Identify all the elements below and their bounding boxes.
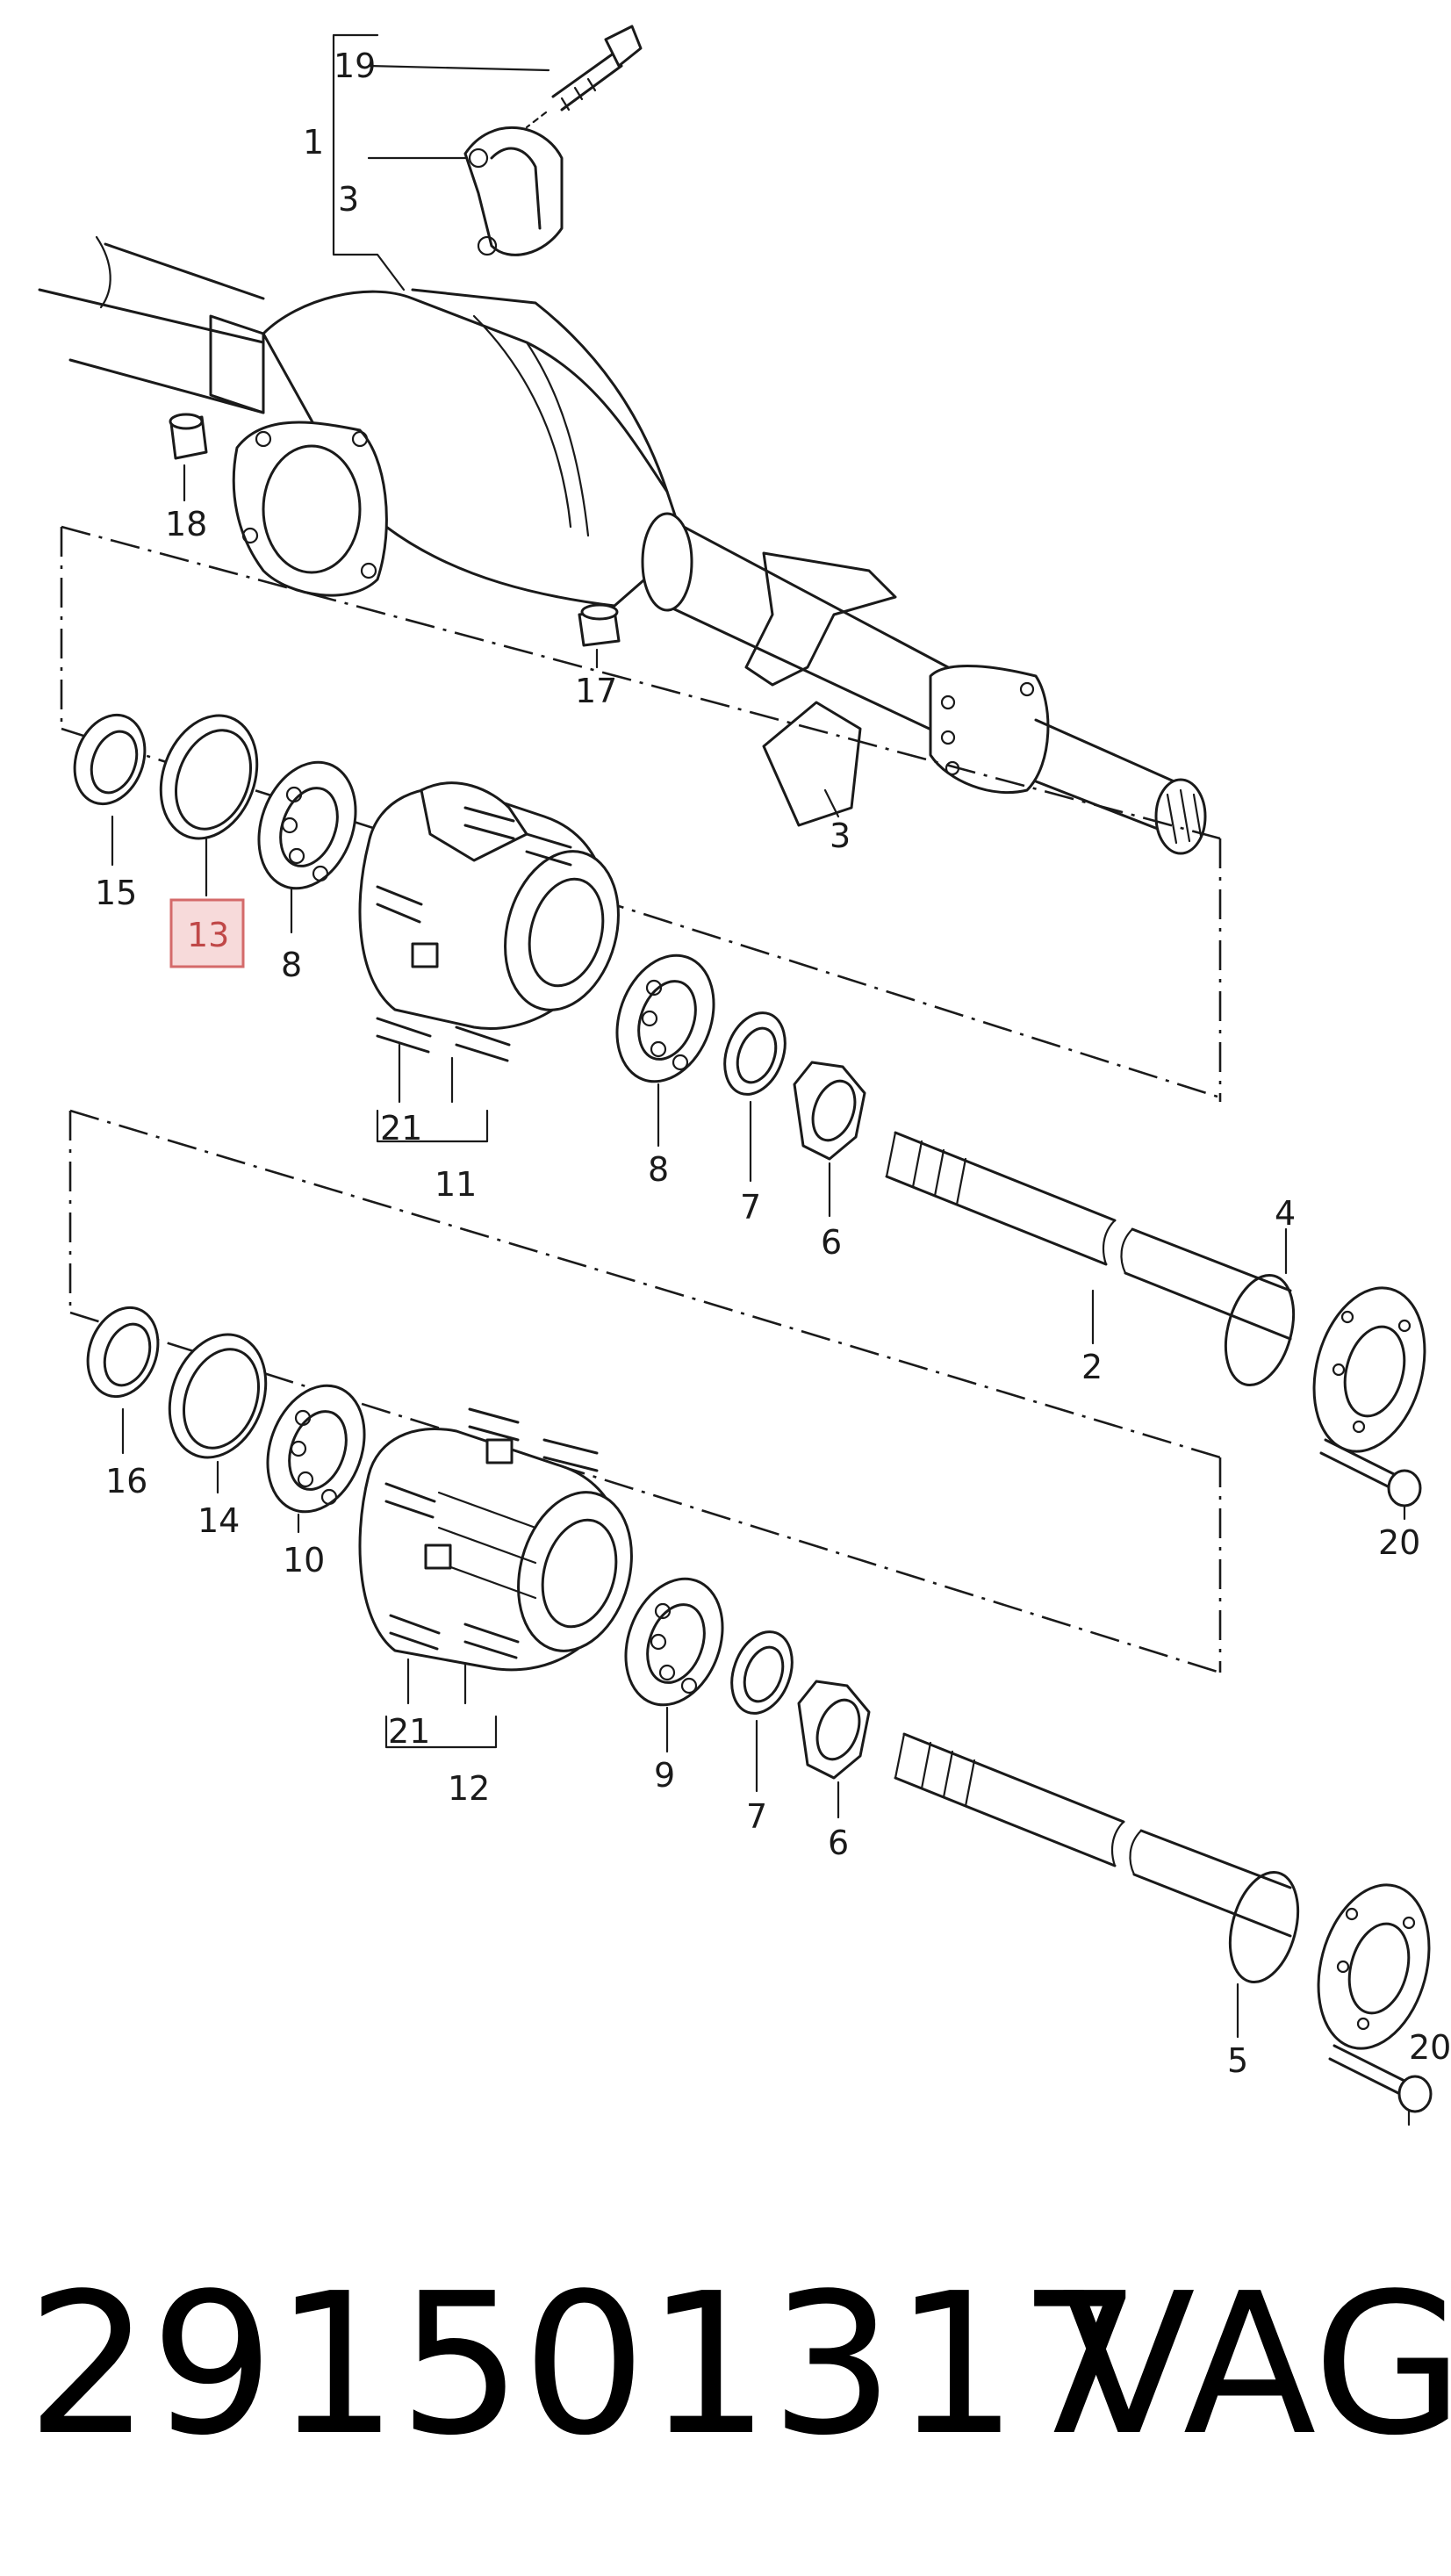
callout-8-right[interactable]: 8 bbox=[648, 1150, 669, 1189]
leader-lines bbox=[111, 33, 1411, 2126]
callout-13[interactable]: 13 bbox=[187, 916, 229, 954]
callout-6-lower[interactable]: 6 bbox=[828, 1824, 849, 1862]
callout-1[interactable]: 1 bbox=[303, 123, 324, 162]
bolt-part-19 bbox=[525, 25, 643, 129]
callout-4[interactable]: 4 bbox=[1275, 1194, 1296, 1233]
highlight-box bbox=[169, 898, 245, 968]
callout-16[interactable]: 16 bbox=[105, 1462, 147, 1500]
brand-name: VAG bbox=[1062, 2252, 1451, 2479]
bush-part-18 bbox=[169, 413, 208, 460]
lower-hub-group bbox=[68, 1109, 1433, 2113]
callout-8-left[interactable]: 8 bbox=[281, 946, 302, 984]
footer: 291501317 VAG bbox=[26, 2252, 1451, 2479]
callout-17[interactable]: 17 bbox=[575, 672, 617, 710]
callout-6-upper[interactable]: 6 bbox=[821, 1223, 842, 1262]
callout-12[interactable]: 12 bbox=[448, 1769, 490, 1808]
callout-10[interactable]: 10 bbox=[283, 1541, 325, 1579]
callout-2[interactable]: 2 bbox=[1081, 1348, 1103, 1386]
callout-18[interactable]: 18 bbox=[165, 505, 207, 543]
bush-part-17 bbox=[578, 603, 621, 647]
part-number: 291501317 bbox=[26, 2252, 1142, 2479]
clamp-part-3 bbox=[463, 126, 564, 256]
callout-5[interactable]: 5 bbox=[1227, 2041, 1248, 2080]
upper-hub-group bbox=[60, 525, 1426, 1507]
callout-20-lower[interactable]: 20 bbox=[1409, 2028, 1451, 2067]
callout-21-lower[interactable]: 21 bbox=[388, 1712, 430, 1751]
callout-14[interactable]: 14 bbox=[198, 1501, 240, 1540]
callout-15[interactable]: 15 bbox=[95, 874, 137, 912]
callout-3-clamp[interactable]: 3 bbox=[338, 180, 359, 219]
callout-9[interactable]: 9 bbox=[654, 1756, 675, 1795]
callout-7-upper[interactable]: 7 bbox=[740, 1188, 761, 1227]
callout-7-lower[interactable]: 7 bbox=[746, 1797, 767, 1836]
axle-housing bbox=[38, 235, 1207, 855]
callout-19[interactable]: 19 bbox=[334, 47, 376, 85]
callout-20-upper[interactable]: 20 bbox=[1378, 1523, 1420, 1562]
callout-21-upper[interactable]: 21 bbox=[380, 1109, 422, 1148]
callout-labels: 19 1 3 18 17 3 15 13 8 21 11 8 7 6 4 2 2… bbox=[95, 47, 1451, 2080]
callout-3-bracket[interactable]: 3 bbox=[830, 817, 851, 855]
callout-11[interactable]: 11 bbox=[435, 1165, 477, 1204]
